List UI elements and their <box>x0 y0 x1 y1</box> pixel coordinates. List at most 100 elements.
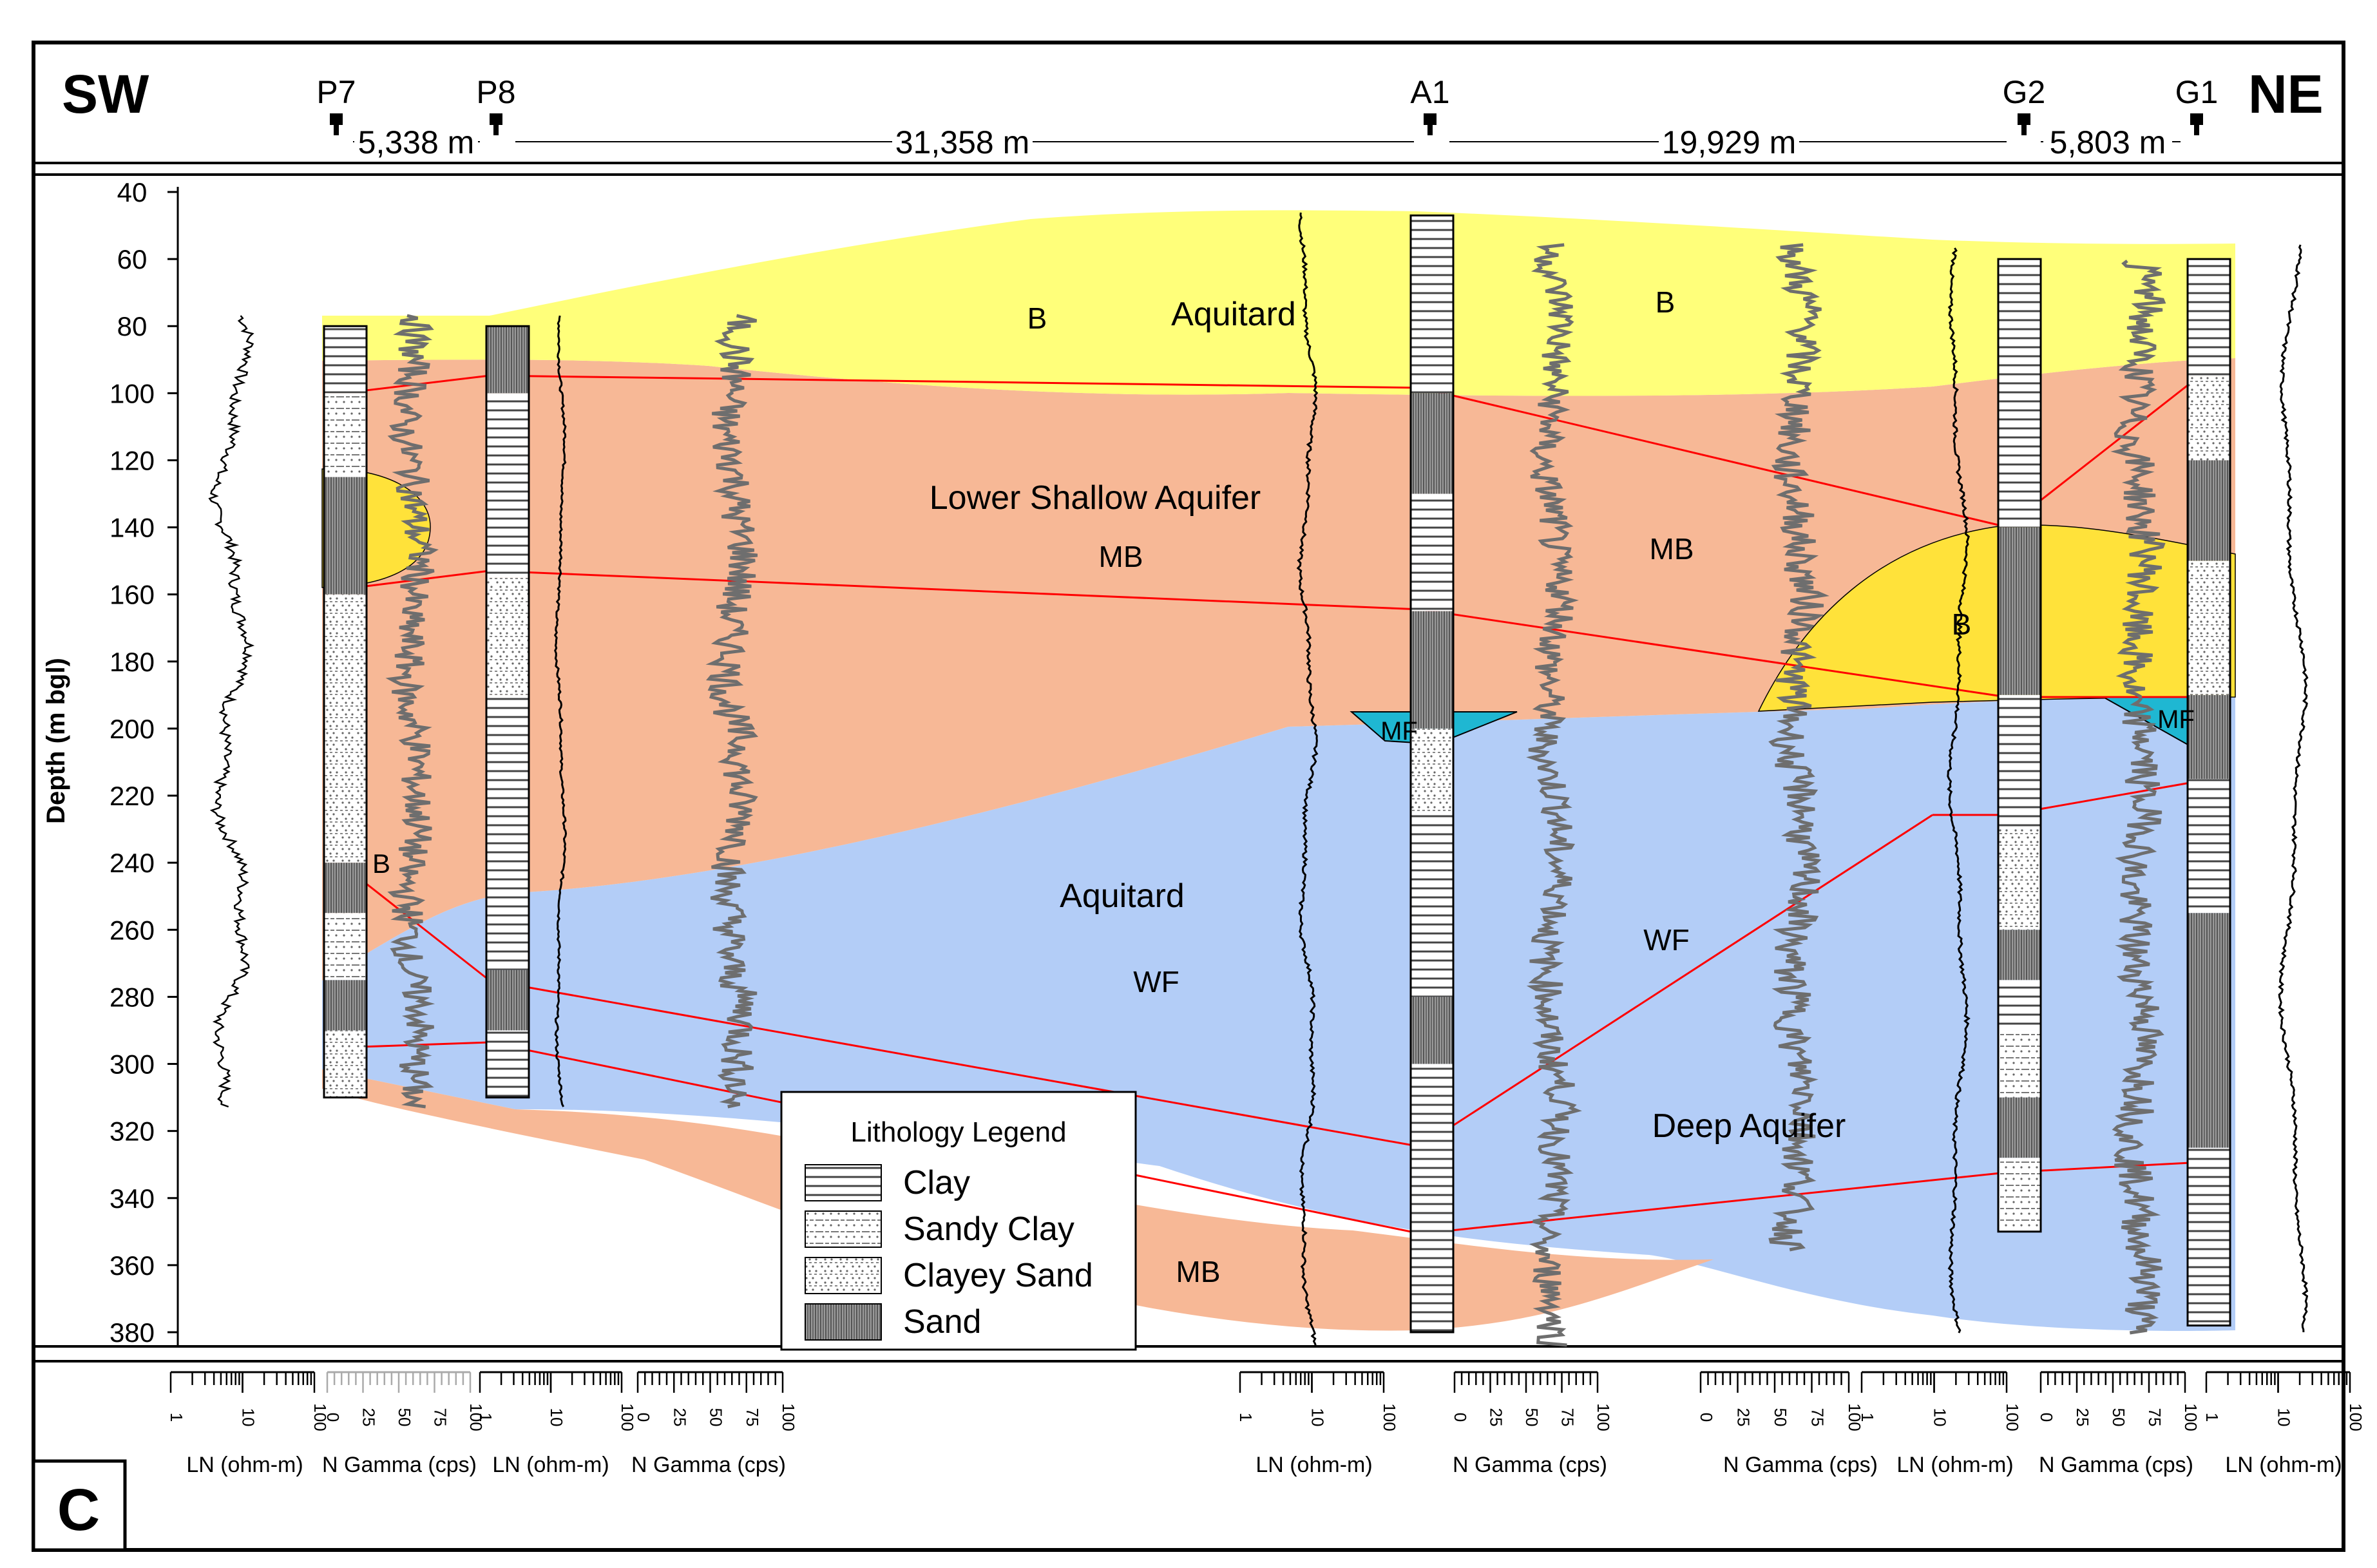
well-header-p7: P7 <box>316 74 356 135</box>
label-wf-left: WF <box>1133 965 1179 999</box>
lithology-segment-clayeysand <box>324 594 367 863</box>
well-marker-icon <box>330 113 343 135</box>
scale-tick-label: 0 <box>2037 1413 2056 1422</box>
lithology-segment-clay <box>486 393 529 578</box>
lithology-segment-clay <box>2188 259 2230 377</box>
depth-axis-ticks: 4060801001201401601802002202402602803003… <box>110 177 178 1348</box>
well-marker-icon <box>490 113 502 135</box>
label-lower-shallow-aquifer: Lower Shallow Aquifer <box>930 479 1261 517</box>
scale-tick-label: 25 <box>1734 1408 1753 1427</box>
resistivity-log-p8 <box>553 315 568 1107</box>
well-name-g1: G1 <box>2175 74 2219 110</box>
scale-tick-label: 1 <box>2202 1413 2222 1422</box>
label-wf-right: WF <box>1643 923 1690 957</box>
scale-tick-label: 100 <box>2181 1403 2200 1431</box>
lithology-segment-clay <box>1998 980 2041 1031</box>
label-aquitard-mid: Aquitard <box>1060 877 1185 915</box>
scale-tick-label: 0 <box>323 1413 343 1422</box>
well-header-a1: A1 <box>1410 74 1450 135</box>
well-column-p8 <box>485 325 530 1099</box>
scale-tick-label: 1 <box>1858 1413 1877 1422</box>
scale-tick-label: 50 <box>2109 1408 2128 1427</box>
well-name-g2: G2 <box>2003 74 2046 110</box>
lithology-segment-clayeysand <box>1998 829 2041 930</box>
scale-tick-label: 1 <box>1236 1413 1255 1422</box>
well-marker-icon <box>1424 113 1437 135</box>
unit-deep-aquifer <box>322 697 2235 1331</box>
label-mf-a1: MF <box>1380 717 1418 745</box>
scale-tick-label: 0 <box>1451 1413 1470 1422</box>
unit-labels: Aquitard B B Lower Shallow Aquifer MB MB… <box>372 285 2195 1288</box>
lithology-segment-clay <box>1411 1064 1453 1215</box>
label-b-top-left: B <box>1027 301 1047 335</box>
well-columns <box>323 214 2231 1334</box>
label-deep-aquifer: Deep Aquifer <box>1652 1107 1846 1145</box>
gamma-log-a1 <box>1526 243 1582 1347</box>
well-column-outline <box>323 325 368 1099</box>
lithology-segment-sand <box>1998 1097 2041 1158</box>
well-header-g2: G2 <box>2003 74 2046 135</box>
gamma-log-p7 <box>385 314 439 1109</box>
lithology-segment-clay <box>2188 1147 2230 1326</box>
depth-tick-label: 300 <box>110 1049 155 1080</box>
well-name-p7: P7 <box>316 74 356 110</box>
well-name-a1: A1 <box>1410 74 1449 110</box>
distance-p8-a1: 31,358 m <box>895 124 1029 160</box>
lithology-segment-sand <box>486 970 529 1031</box>
label-mb-left: MB <box>1099 540 1143 573</box>
lithology-segment-clay <box>324 326 367 394</box>
label-mb-right: MB <box>1650 532 1694 566</box>
scale-tick-label: 0 <box>634 1413 653 1422</box>
label-mf-g1: MF <box>2157 705 2195 734</box>
well-column-g2 <box>1997 258 2042 1233</box>
lithology-segment-sand <box>2188 913 2230 1148</box>
label-mb-bottom: MB <box>1176 1255 1221 1288</box>
depth-tick-label: 60 <box>117 244 148 274</box>
gamma-scale-label: N Gamma (cps) <box>1453 1453 1607 1477</box>
scale-tick-label: 10 <box>239 1408 258 1427</box>
well-header-g1: G1 <box>2175 74 2219 135</box>
well-marker-icon <box>2190 113 2203 135</box>
depth-tick-label: 40 <box>117 177 148 207</box>
scale-tick-label: 100 <box>1845 1403 1864 1431</box>
well-column-outline <box>1409 214 1455 1334</box>
lithology-segment-sandyclay <box>1998 1030 2041 1098</box>
scale-tick-label: 100 <box>2003 1403 2022 1431</box>
scale-tick-label: 75 <box>2145 1408 2164 1427</box>
lithology-segment-clay <box>1411 812 1453 997</box>
depth-tick-label: 260 <box>110 915 155 945</box>
legend-swatch-clay <box>805 1164 882 1201</box>
distance-p7-p8: 5,338 m <box>358 124 475 160</box>
distance-g2-g1: 5,803 m <box>2050 124 2166 160</box>
ln-scale-label: LN (ohm-m) <box>492 1453 609 1477</box>
ln-scale-label: LN (ohm-m) <box>186 1453 303 1477</box>
scale-tick-label: 100 <box>618 1403 637 1431</box>
depth-axis-label: Depth (m bgl) <box>42 658 70 824</box>
depth-tick-label: 340 <box>110 1183 155 1214</box>
lithology-segment-sandyclay <box>1998 1158 2041 1232</box>
depth-tick-label: 240 <box>110 848 155 878</box>
scale-tick-label: 100 <box>466 1403 486 1431</box>
scale-tick-label: 25 <box>1487 1408 1506 1427</box>
lithology-segment-sand <box>324 863 367 913</box>
panel-letter-box: C <box>32 1459 127 1552</box>
lithology-segment-clay <box>486 1030 529 1098</box>
label-b-top-right: B <box>1656 285 1675 319</box>
depth-tick-label: 360 <box>110 1250 155 1281</box>
scale-tick-label: 75 <box>431 1408 450 1427</box>
lithology-segment-clayeysand <box>2188 560 2230 695</box>
gamma-log-a1-b <box>1768 243 1829 1252</box>
scale-tick-label: 25 <box>2073 1408 2092 1427</box>
depth-tick-label: 140 <box>110 513 155 543</box>
legend-swatch-sandy-clay <box>805 1210 882 1248</box>
scale-tick-label: 100 <box>1594 1403 1613 1431</box>
lithology-segment-clay <box>1411 1214 1453 1332</box>
lithology-segment-clay <box>486 694 529 970</box>
scale-tick-label: 50 <box>1522 1408 1542 1427</box>
lithology-segment-sand <box>1998 930 2041 980</box>
